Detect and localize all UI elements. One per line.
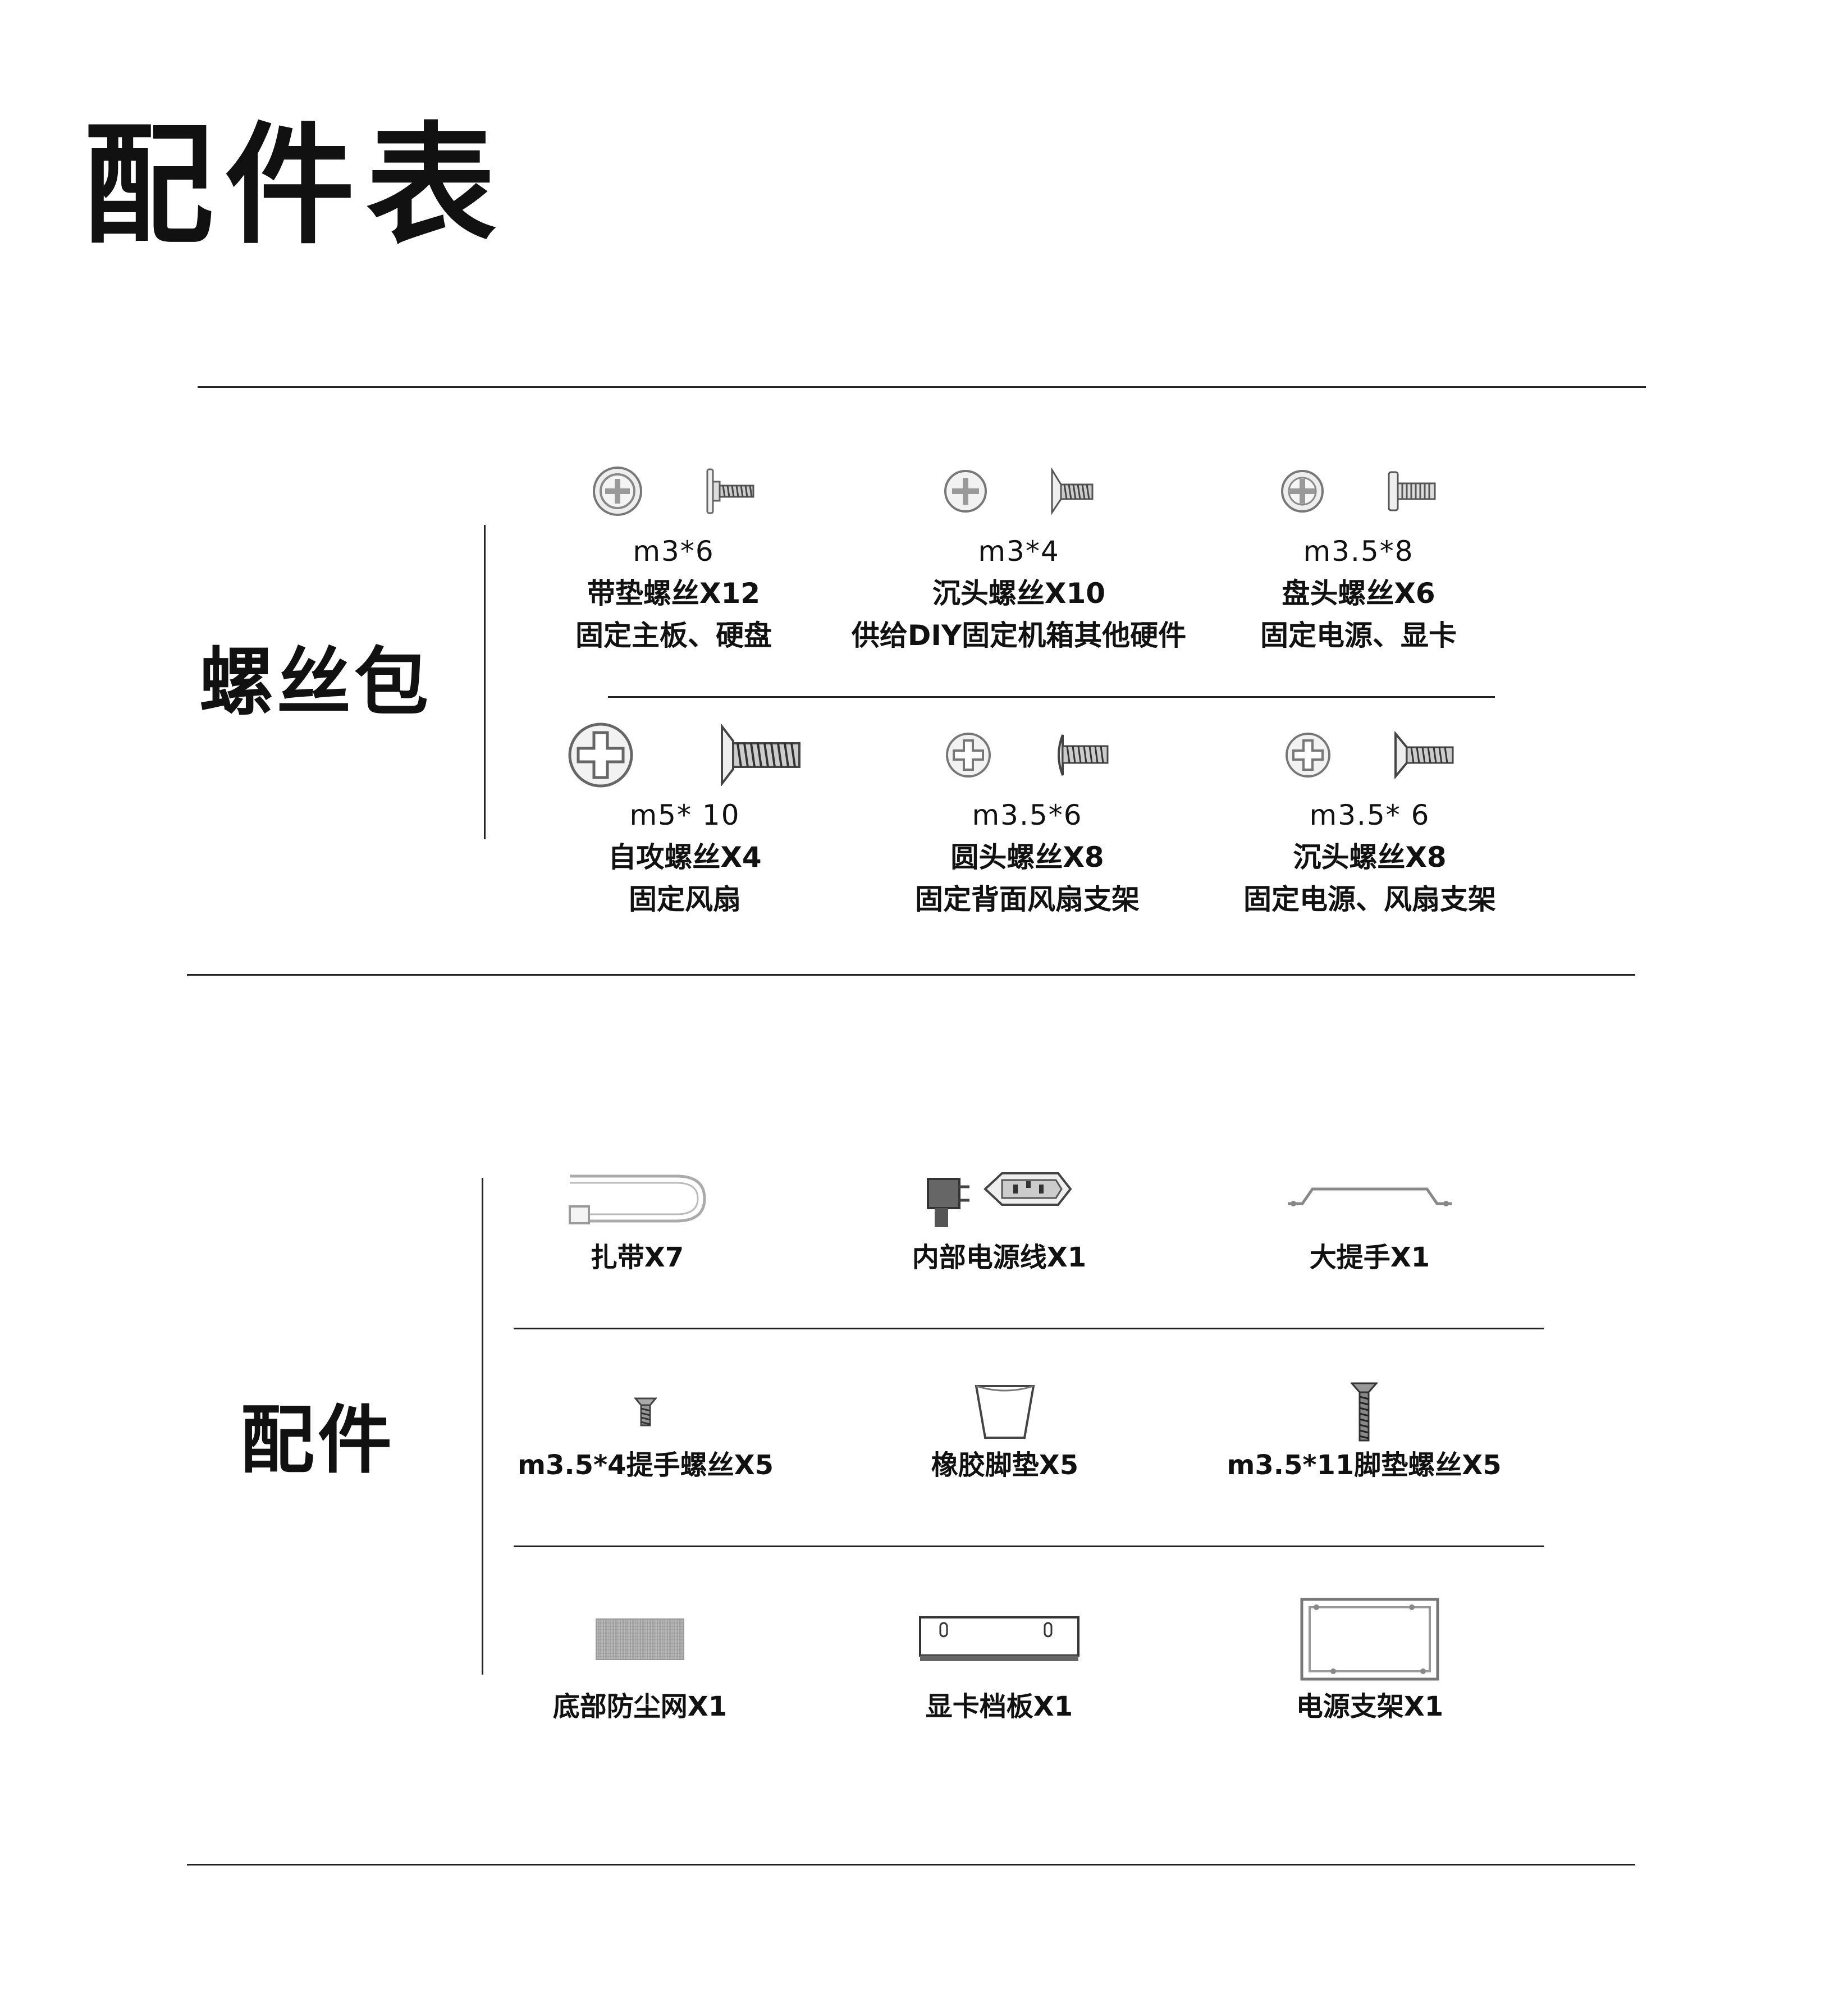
handle-icon [1288, 1187, 1452, 1206]
accessory-name: m3.5*4提手螺丝X5 [518, 1450, 774, 1481]
screw-name: 自攻螺丝X4 [608, 841, 762, 874]
accessory-row-divider-2 [514, 1546, 1544, 1547]
screw-size: m3.5*6 [972, 799, 1083, 831]
screw-size: m3.5*8 [1303, 535, 1414, 568]
screw-name: 沉头螺丝X10 [932, 577, 1106, 610]
cable-tie-icon [569, 1174, 706, 1224]
accessory-name: 大提手X1 [1309, 1242, 1430, 1273]
accessory-item: 显卡档板X1 [876, 1589, 1123, 1723]
large-phillips-head-icon [568, 723, 633, 788]
foot-screw-icon [1351, 1382, 1378, 1442]
screw-item: m3.5* 6 沉头螺丝X8 固定电源、风扇支架 [1213, 716, 1527, 921]
screw-use: 供给DIY固定机箱其他硬件 [851, 619, 1187, 652]
pan-screw-side-icon [1388, 471, 1436, 511]
screw-size: m3.5* 6 [1309, 799, 1430, 831]
accessory-name: 显卡档板X1 [925, 1691, 1073, 1722]
divider-bottom [187, 1864, 1635, 1865]
accessory-name: 电源支架X1 [1296, 1691, 1444, 1722]
accessory-name: 内部电源线X1 [912, 1242, 1087, 1273]
accessory-row-divider-1 [514, 1328, 1544, 1329]
accessory-item: 橡胶脚垫X5 [887, 1375, 1123, 1482]
screw-name: 带垫螺丝X12 [587, 577, 761, 610]
dust-filter-icon [596, 1618, 684, 1660]
accessory-name: 橡胶脚垫X5 [931, 1450, 1079, 1481]
screw-item: m3*4 沉头螺丝X10 供给DIY固定机箱其他硬件 [842, 452, 1196, 657]
accessory-item: m3.5*4提手螺丝X5 [505, 1375, 786, 1482]
countersunk-phillips-head-icon [1286, 733, 1330, 778]
accessory-item: 内部电源线X1 [876, 1156, 1123, 1274]
washer-screw-side-icon [706, 468, 754, 514]
screw-section-label: 螺丝包 [199, 639, 432, 726]
screw-item: m5* 10 自攻螺丝X4 固定风扇 [539, 716, 831, 921]
accessory-section-label: 配件 [240, 1397, 395, 1484]
accessory-name: 底部防尘网X1 [552, 1691, 728, 1722]
round-screw-side-icon [1058, 734, 1109, 776]
screw-section-divider [484, 525, 486, 839]
screw-use: 固定主板、硬盘 [575, 619, 772, 652]
rubber-foot-icon [975, 1385, 1035, 1439]
round-phillips-head-icon [946, 733, 991, 778]
screw-item: m3.5*8 盘头螺丝X6 固定电源、显卡 [1213, 452, 1504, 657]
screw-name: 沉头螺丝X8 [1293, 841, 1447, 874]
screw-use: 固定电源、显卡 [1260, 619, 1457, 652]
accessory-item: 扎带X7 [522, 1156, 752, 1274]
accessory-name: m3.5*11脚垫螺丝X5 [1227, 1450, 1502, 1481]
power-cable-icon [927, 1172, 1072, 1227]
psu-bracket-icon [1300, 1598, 1439, 1681]
accessory-section-divider [482, 1178, 483, 1675]
screw-size: m5* 10 [629, 799, 740, 831]
screw-size: m3*6 [633, 535, 715, 568]
screw-row-divider [608, 696, 1495, 698]
self-tapping-screw-side-icon [721, 724, 801, 786]
gpu-bracket-icon [919, 1616, 1079, 1661]
accessory-item: 底部防尘网X1 [522, 1589, 758, 1723]
screw-use: 固定风扇 [629, 883, 741, 916]
screw-use: 固定电源、风扇支架 [1243, 883, 1496, 916]
handle-screw-icon [634, 1397, 657, 1426]
screw-name: 盘头螺丝X6 [1282, 577, 1435, 610]
screw-use: 固定背面风扇支架 [915, 883, 1140, 916]
screw-size: m3*4 [978, 535, 1060, 568]
screw-item: m3.5*6 圆头螺丝X8 固定背面风扇支架 [876, 716, 1179, 921]
accessory-item: 大提手X1 [1257, 1156, 1482, 1274]
countersunk-screw-side-icon [1394, 731, 1454, 779]
divider-top [198, 386, 1646, 388]
pan-phillips-head-icon [1281, 470, 1324, 513]
accessory-name: 扎带X7 [590, 1242, 684, 1273]
divider-middle [187, 974, 1635, 976]
accessory-item: m3.5*11脚垫螺丝X5 [1207, 1375, 1521, 1482]
countersunk-phillips-head-icon [944, 470, 987, 513]
screw-name: 圆头螺丝X8 [950, 841, 1104, 874]
countersunk-screw-side-icon [1051, 468, 1094, 515]
washer-phillips-head-icon [593, 467, 642, 516]
accessory-item: 电源支架X1 [1257, 1589, 1482, 1723]
screw-item: m3*6 带垫螺丝X12 固定主板、硬盘 [528, 452, 820, 657]
page-title: 配件表 [83, 110, 508, 262]
